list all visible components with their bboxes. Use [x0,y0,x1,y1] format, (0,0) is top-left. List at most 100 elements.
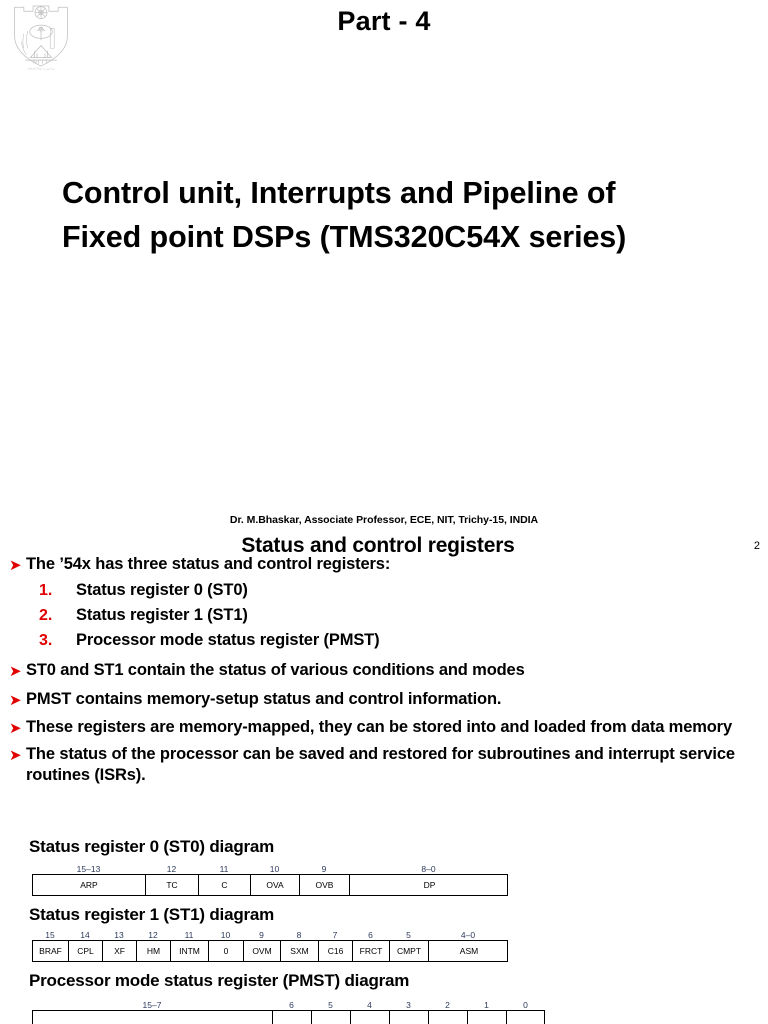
author-credit: Dr. M.Bhaskar, Associate Professor, ECE,… [229,514,539,526]
bullet-item: ➤ PMST contains memory-setup status and … [0,689,768,710]
register-field-cell [273,1011,312,1024]
arrow-bullet-icon: ➤ [9,690,22,709]
main-title-line-1: Control unit, Interrupts and Pipeline of [62,176,616,210]
register-field-cell: DP [423,880,436,890]
register-field-cell: 0 [209,941,244,961]
bit-label: 5 [328,1000,333,1010]
numbered-item: 3. Processor mode status register (PMST) [0,631,768,650]
register-field-cell: CPL [69,941,103,961]
title-slide: NITT கல்வியே உயர்வு Part - 4 Control uni… [8,2,742,526]
pmst-register-diagram: Processor mode status register (PMST) di… [0,971,768,1024]
svg-text:கல்வியே உயர்வு: கல்வியே உயர்வு [27,66,55,70]
numbered-item-label: Status register 1 (ST1) [76,606,248,625]
numbered-item-marker: 2. [39,607,53,625]
bit-label: 13 [114,930,124,940]
register-field-cell: HM [137,941,171,961]
arrow-bullet-icon: ➤ [9,556,22,574]
register-field-cell: INTM [171,941,209,961]
bullet-item: ➤ The ’54x has three status and control … [0,554,768,575]
bullet-text: ST0 and ST1 contain the status of variou… [26,661,525,680]
svg-text:NITT: NITT [33,59,50,65]
bullet-text: PMST contains memory-setup status and co… [26,689,502,708]
bit-label: 4 [367,1000,372,1010]
bit-label: 12 [166,864,177,874]
bit-label: 3 [406,1000,411,1010]
bit-label: 15–13 [76,864,101,874]
register-field-cell [468,1011,507,1024]
arrow-bullet-icon: ➤ [9,718,22,737]
numbered-item: 1. Status register 0 (ST0) [0,581,768,600]
bit-label: 9 [259,930,264,940]
bullet-item: ➤ The status of the processor can be sav… [0,744,768,787]
bit-label: 14 [80,930,90,940]
bit-label: 11 [219,864,229,874]
register-field-cell: BRAF [33,941,69,961]
register-field-cell: OVB [300,875,350,895]
nitt-crest-logo: NITT கல்வியே உயர்வு [8,2,74,72]
bit-label: 10 [220,930,231,940]
pmst-diagram-title: Processor mode status register (PMST) di… [29,971,410,990]
register-field-cell: C [199,875,251,895]
register-field-cell [351,1011,390,1024]
bit-label: 11 [184,930,194,940]
register-field-cell [429,1011,468,1024]
register-field-cell: C16 [319,941,353,961]
numbered-item: 2. Status register 1 (ST1) [0,606,768,625]
bullet-text: The ’54x has three status and control re… [26,555,391,573]
register-field-cell [33,1011,273,1024]
bit-label: 6 [368,930,373,940]
bit-label: 1 [484,1000,489,1010]
bit-label: 8 [296,930,302,940]
st1-register-diagram: Status register 1 (ST1) diagram 15 14 13 12… [0,905,768,962]
bit-label: 15–7 [142,1000,162,1010]
slide-number: 2 [753,540,760,552]
section-heading: Status and control registers [241,534,515,557]
st1-diagram-title: Status register 1 (ST1) diagram [29,905,275,924]
arrow-bullet-icon: ➤ [9,746,22,765]
numbered-item-label: Processor mode status register (PMST) [76,631,380,650]
st0-register-diagram: Status register 0 (ST0) diagram 15–13 12 1… [0,837,768,896]
main-title: Control unit, Interrupts and Pipeline of… [62,172,742,260]
bullet-text: These registers are memory-mapped, they … [26,717,732,736]
bullet-list: ➤ The ’54x has three status and control … [0,554,768,787]
numbered-item-marker: 1. [39,582,53,600]
bit-label: 10 [269,864,280,874]
st1-bit-labels: 15 14 13 12 11 10 9 8 7 6 5 4–0 [32,927,768,940]
numbered-list: 1. Status register 0 (ST0) 2. Status reg… [0,581,768,650]
bullet-text: The status of the processor can be saved… [26,745,735,785]
bullet-item: ➤ ST0 and ST1 contain the status of vari… [0,660,768,681]
register-field-cell: TC [146,875,199,895]
register-field-cell: ASM [459,946,479,956]
arrow-bullet-icon: ➤ [9,662,22,681]
register-field-cell: OVM [244,941,281,961]
bit-label: 12 [148,930,158,940]
bullet-item: ➤ These registers are memory-mapped, the… [0,717,768,738]
pmst-field-table [32,1010,545,1024]
bit-label: 4–0 [460,930,476,940]
register-field-cell: ARP [33,875,146,895]
bit-label: 5 [406,930,411,940]
register-field-cell [312,1011,351,1024]
register-field-cell [507,1011,546,1024]
bit-label: 0 [523,1000,528,1010]
register-field-cell: FRCT [353,941,390,961]
register-field-cell: XF [103,941,137,961]
st0-diagram-title: Status register 0 (ST0) diagram [29,837,275,856]
numbered-item-marker: 3. [39,632,53,650]
register-field-cell: OVA [251,875,300,895]
register-field-cell: CMPT [390,941,429,961]
numbered-item-label: Status register 0 (ST0) [76,581,248,600]
main-title-line-2: Fixed point DSPs (TMS320C54X series) [62,219,627,254]
content-slide: 2 Status and control registers ➤ The ’54… [0,534,768,1024]
bit-label: 9 [321,864,327,874]
bit-label: 6 [289,1000,294,1010]
register-field-cell: SXM [281,941,319,961]
bit-label: 15 [45,930,55,940]
bit-label: 7 [332,930,338,940]
part-title: Part - 4 [337,6,431,36]
